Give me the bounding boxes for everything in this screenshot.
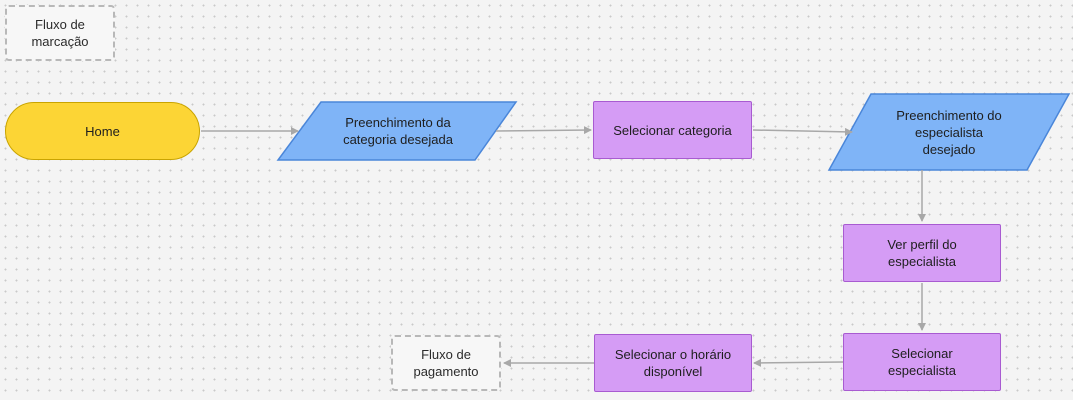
node-select-category[interactable]: Selecionar categoria	[593, 101, 752, 159]
connector-fill-category-to-select-category	[495, 126, 592, 135]
node-view-specialist-profile[interactable]: Ver perfil do especialista	[843, 224, 1001, 282]
node-select-available-time[interactable]: Selecionar o horário disponível	[594, 334, 752, 392]
node-home[interactable]: Home	[5, 102, 200, 160]
connector-select-category-to-fill-specialist	[752, 127, 853, 136]
node-fill-specialist[interactable]: Preenchimento do especialista desejado	[896, 107, 1002, 157]
input-shape-fill-specialist	[827, 93, 1071, 171]
payment-flow-note[interactable]: Fluxo de pagamento	[391, 335, 501, 391]
flow-title-note[interactable]: Fluxo de marcação	[5, 5, 115, 61]
connector-select-specialist-to-select-time	[753, 358, 844, 367]
input-shape-fill-category	[276, 101, 518, 161]
node-fill-category[interactable]: Preenchimento da categoria desejada	[343, 115, 453, 147]
node-select-specialist[interactable]: Selecionar especialista	[843, 333, 1001, 391]
